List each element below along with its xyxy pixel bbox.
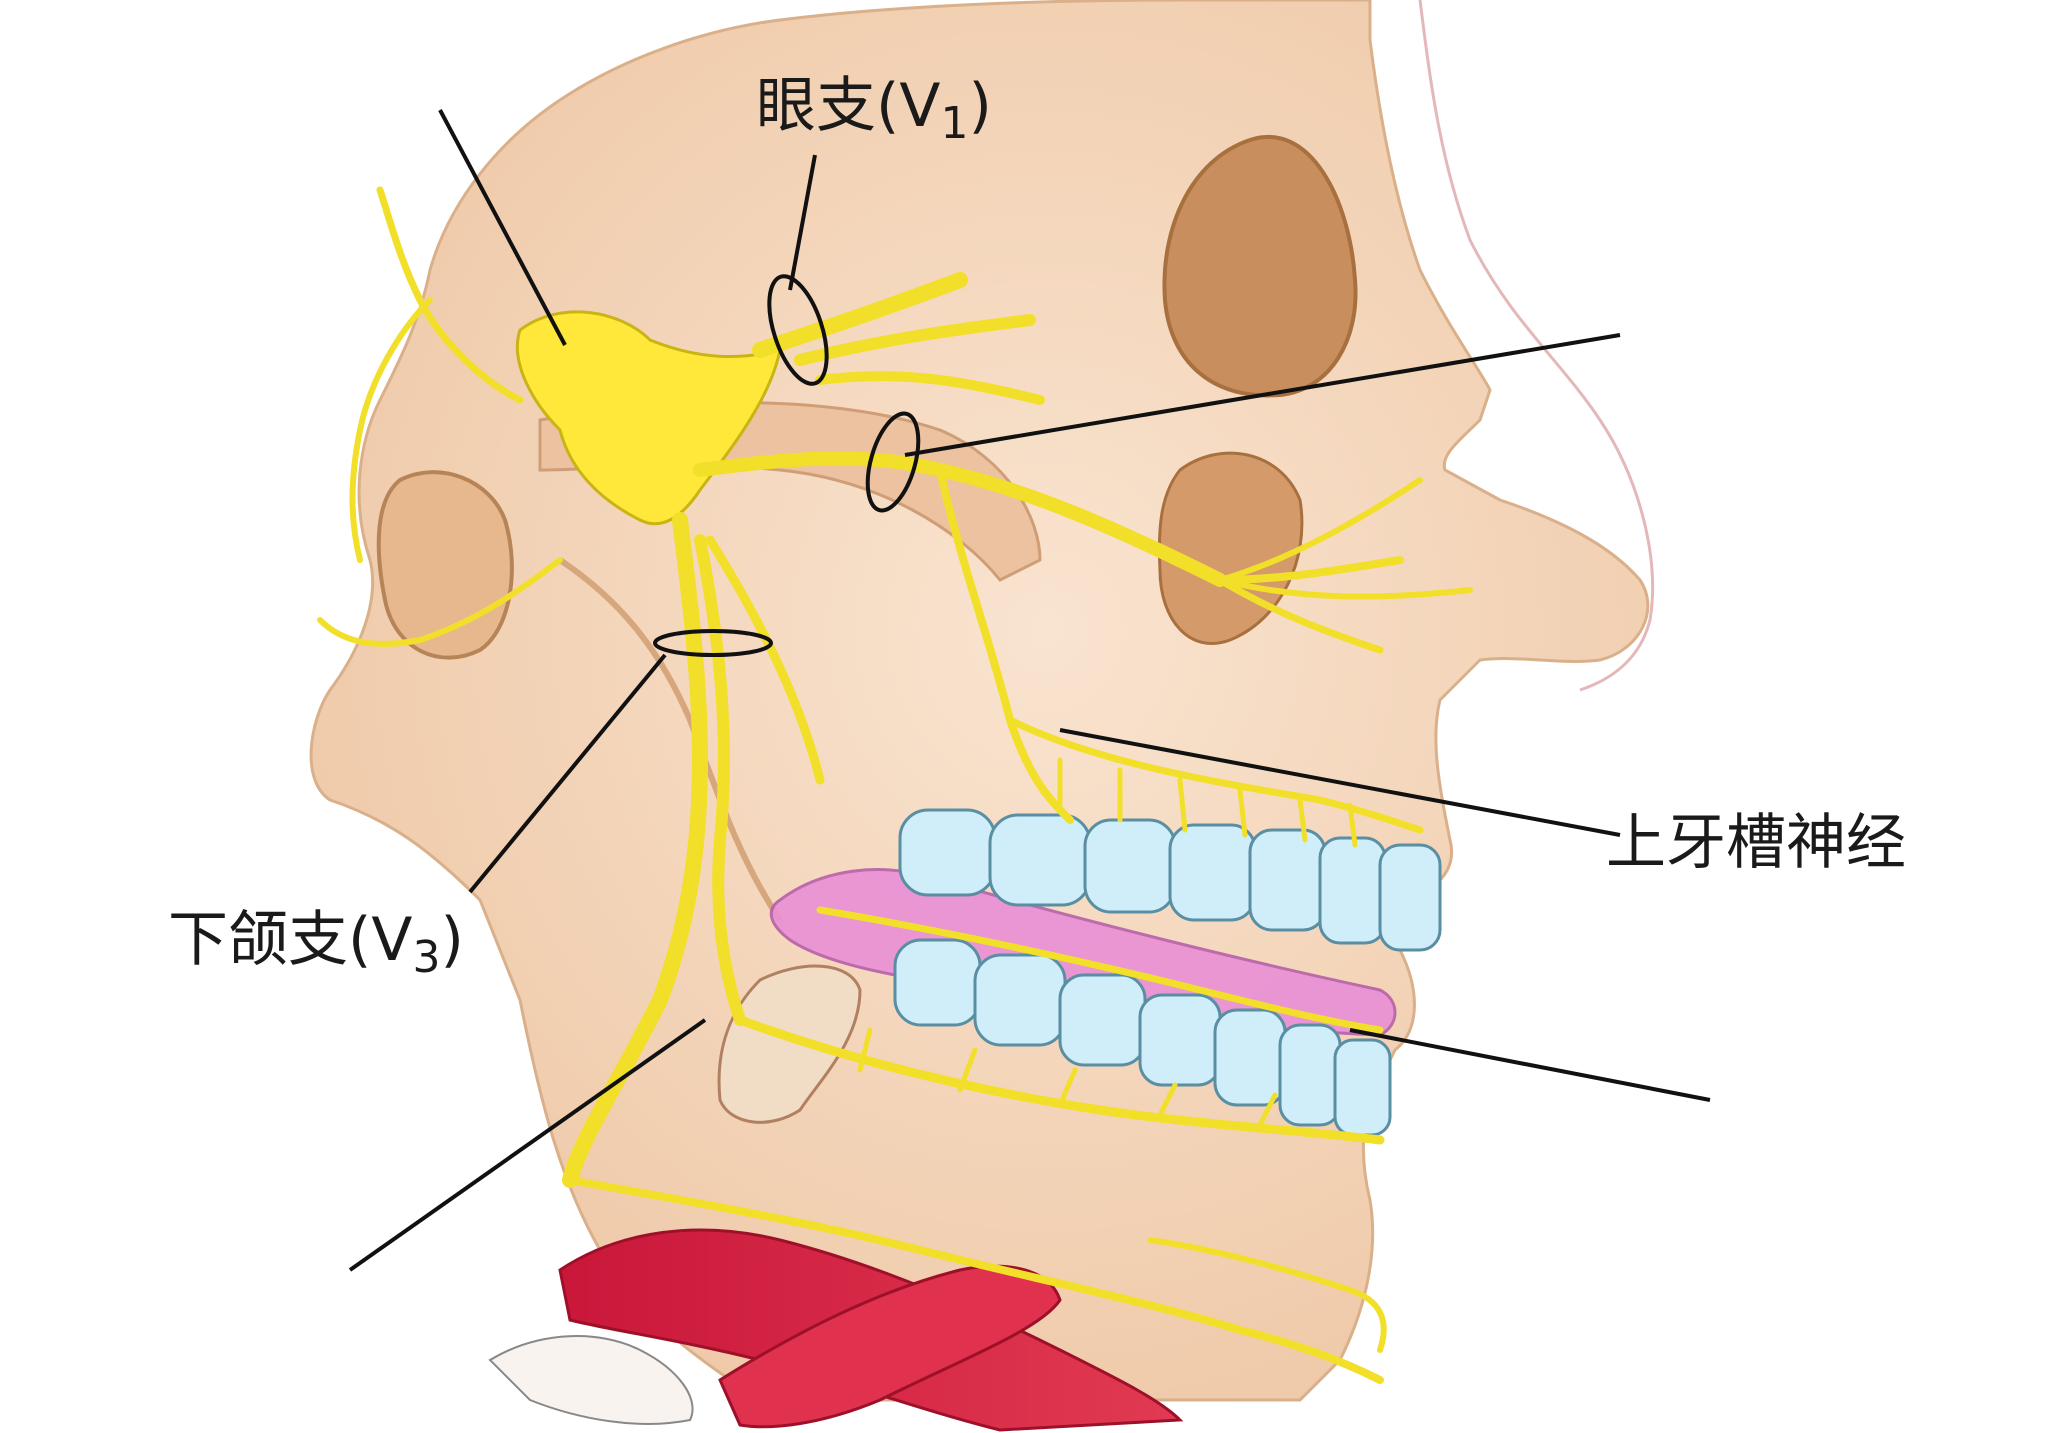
mandibular-paren-open: (V — [348, 905, 413, 975]
lower-teeth — [893, 938, 1392, 1137]
mandibular-subscript: 3 — [412, 932, 441, 983]
upper-teeth — [898, 808, 1442, 952]
muscle — [488, 1228, 1184, 1432]
ophthalmic-paren-open: (V — [876, 71, 941, 141]
superior-alveolar-text: 上牙槽神经 — [1606, 808, 1906, 878]
leader-lines — [348, 109, 1711, 1272]
skull-silhouette — [309, 0, 1654, 1402]
label-superior-alveolar-nerve: 上牙槽神经 — [1606, 813, 1906, 873]
ophthalmic-subscript: 1 — [940, 98, 969, 149]
mandibular-name: 下颌支 — [168, 905, 348, 975]
ophthalmic-name: 眼支 — [756, 71, 876, 141]
label-mandibular-branch: 下颌支(V3) — [168, 910, 464, 980]
branch-markers — [653, 274, 921, 657]
mandibular-paren-close: ) — [440, 905, 464, 975]
label-ophthalmic-branch: 眼支(V1) — [756, 76, 992, 146]
trigeminal-nerve — [317, 186, 1473, 1384]
ophthalmic-paren-close: ) — [968, 71, 992, 141]
mandible-cross-section — [717, 964, 862, 1124]
